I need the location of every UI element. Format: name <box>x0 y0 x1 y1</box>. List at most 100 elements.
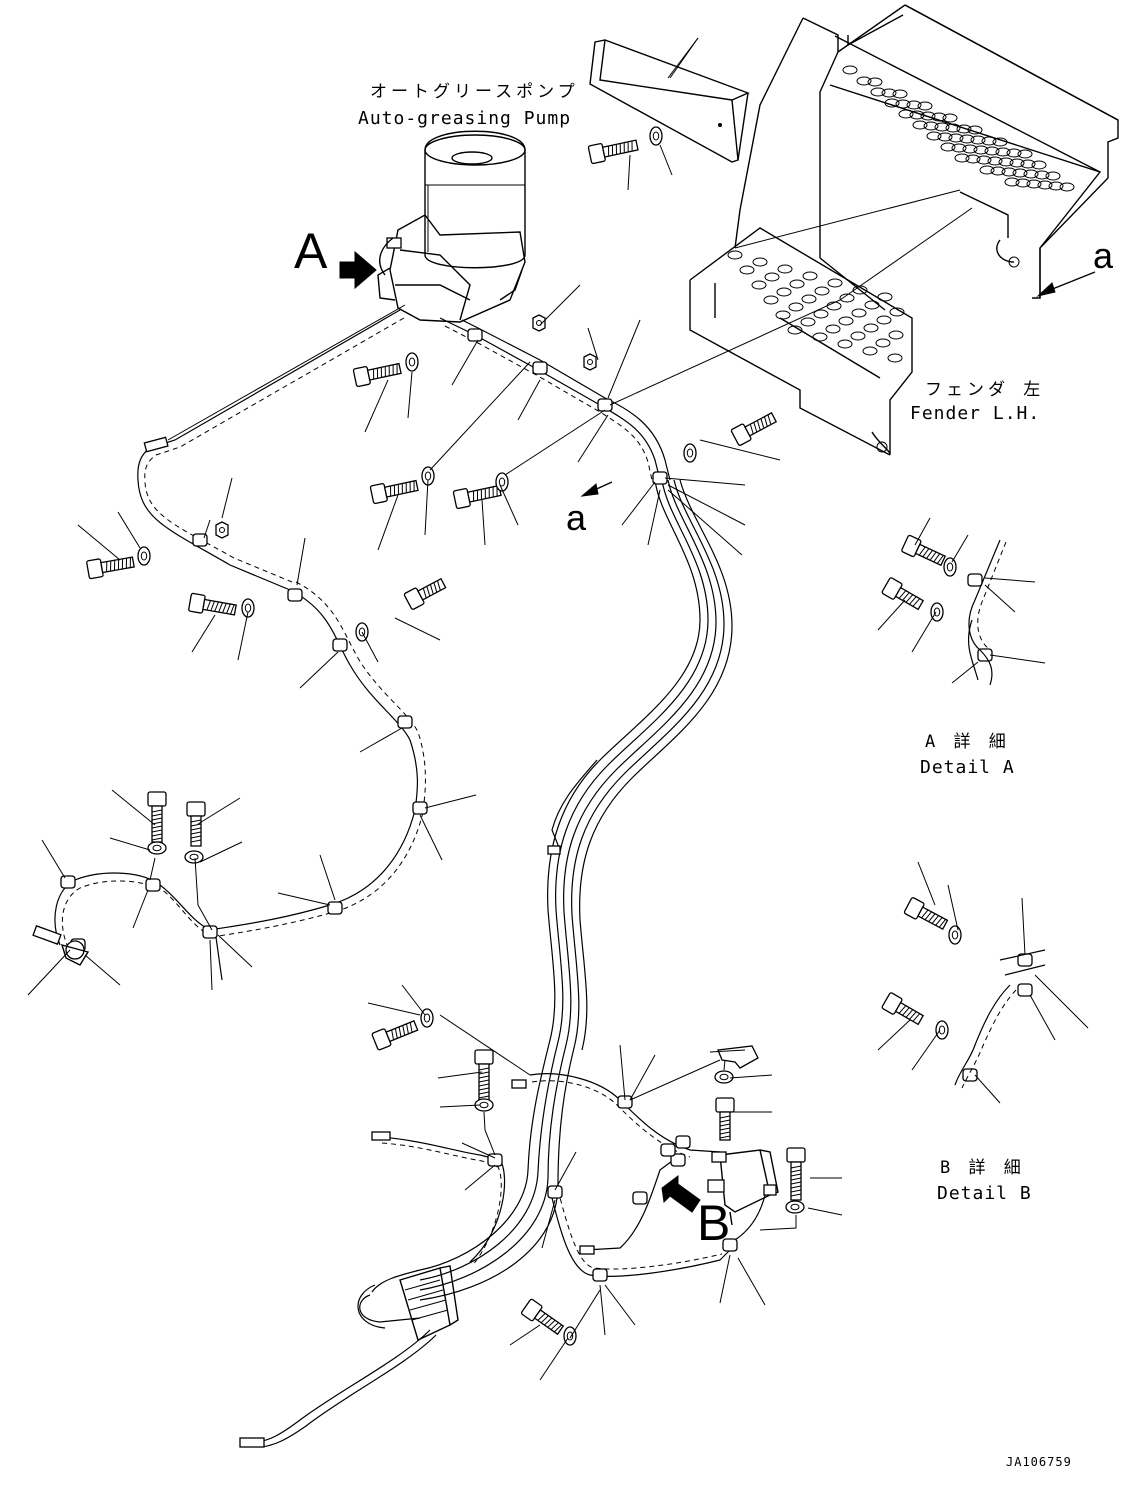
fender-hole <box>775 310 791 320</box>
nut <box>583 353 597 371</box>
fender-hole <box>837 339 853 349</box>
fender-hole <box>979 165 995 175</box>
leader-line <box>729 1074 773 1079</box>
mounting-bracket <box>717 1045 759 1069</box>
leader-line <box>989 654 1046 664</box>
bolts-and-washers <box>86 126 962 1346</box>
hose-clamp <box>532 361 548 375</box>
leader-line <box>109 837 151 851</box>
washer <box>935 1020 949 1040</box>
washer <box>714 1070 734 1084</box>
hose-clamp <box>60 875 76 889</box>
hose-clamp <box>467 328 483 342</box>
bolt <box>730 412 778 446</box>
leader-line <box>203 519 211 539</box>
fender-hole <box>1037 180 1053 190</box>
fender-hole <box>787 325 803 335</box>
hose-clamp <box>670 1153 686 1167</box>
fender-lh <box>689 4 1119 456</box>
leader-line <box>911 611 937 653</box>
hose-clamp <box>202 925 218 939</box>
fender-hole <box>917 101 933 111</box>
fender-hole <box>789 279 805 289</box>
fender-hole <box>870 87 886 97</box>
bolt <box>587 139 639 165</box>
bolt <box>901 534 947 567</box>
bolt <box>403 577 447 610</box>
hose-clamp <box>412 801 428 815</box>
leader-line <box>424 479 429 536</box>
bolt <box>352 362 402 388</box>
nut <box>532 314 546 332</box>
fender-hole <box>970 135 986 145</box>
leader-line <box>199 841 243 863</box>
leader-line <box>1029 994 1056 1041</box>
detail-b-label-jp: B 詳 細 <box>940 1158 1025 1178</box>
leader-line <box>667 37 699 79</box>
leader-line <box>737 1257 766 1306</box>
fender-hole <box>909 110 925 120</box>
fender-hole <box>990 166 1006 176</box>
guide-line <box>609 207 973 406</box>
guide-line <box>723 1059 726 1071</box>
fender-hole <box>867 77 883 87</box>
washer <box>147 841 167 855</box>
leader-line <box>619 1044 626 1101</box>
fender-hole <box>842 65 858 75</box>
fender-hole <box>981 136 997 146</box>
fender-hole <box>998 157 1014 167</box>
fender-hole <box>926 131 942 141</box>
leader-line <box>541 1199 556 1249</box>
leader-line <box>951 661 979 684</box>
fender-hole <box>881 88 897 98</box>
bolt <box>903 897 949 931</box>
hose-clamp <box>967 573 983 587</box>
leader-line <box>132 889 149 929</box>
guide-line <box>629 1059 721 1101</box>
hose-clamp <box>632 1191 648 1205</box>
leader-line <box>917 861 936 906</box>
fender-hole <box>777 264 793 274</box>
fender-hole <box>976 155 992 165</box>
fender-hole <box>934 122 950 132</box>
fender-label-en: Fender L.H. <box>910 403 1041 424</box>
fender-hole <box>912 120 928 130</box>
leader-line <box>499 484 519 526</box>
hose-clamp <box>327 901 343 915</box>
marker-a: A <box>294 223 328 279</box>
bolt <box>188 592 237 616</box>
fender-hole <box>937 132 953 142</box>
leader-line <box>539 1337 569 1381</box>
hose-clamp <box>287 588 303 602</box>
grease-hoses <box>54 309 766 1448</box>
fender-hole <box>1020 159 1036 169</box>
leader-line <box>554 1151 577 1191</box>
washer <box>948 925 962 945</box>
fender-hole <box>863 323 879 333</box>
fender-hole <box>906 100 922 110</box>
guide-line <box>504 409 606 476</box>
bolt <box>520 1298 565 1336</box>
fender-hole <box>984 146 1000 156</box>
fender-hole <box>839 293 855 303</box>
guide-line <box>734 189 961 249</box>
hose-clamp <box>962 1068 978 1082</box>
washer <box>184 850 204 864</box>
leader-line <box>577 414 609 463</box>
leader-line <box>621 481 656 526</box>
leader-line <box>877 1019 911 1051</box>
leader-line <box>296 537 306 586</box>
leader-line <box>604 1284 636 1326</box>
leader-line <box>84 954 121 986</box>
pump-label-en: Auto-greasing Pump <box>358 108 572 129</box>
check-valve-assembly <box>661 1149 779 1226</box>
drawing-number: JA106759 <box>1006 1455 1072 1469</box>
fender-hole <box>923 121 939 131</box>
leader-line <box>911 1029 941 1071</box>
fender-hole <box>851 308 867 318</box>
leader-line <box>664 477 746 486</box>
fender-hole <box>951 143 967 153</box>
guide-line <box>194 857 213 931</box>
pump-label-jp: オートグリースポンプ <box>370 82 579 102</box>
